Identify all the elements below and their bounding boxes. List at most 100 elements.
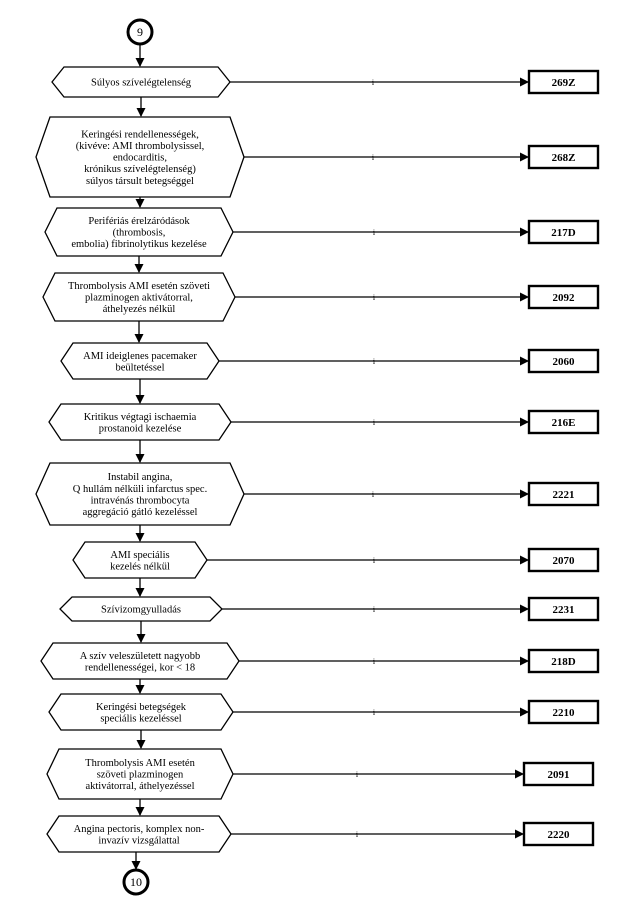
code-label: 269Z [552, 77, 576, 89]
decision-label-line: (thrombosis, [113, 228, 166, 239]
decision-label-line: speciális kezeléssel [100, 713, 181, 724]
decision-shape [35, 116, 245, 198]
decision-label-line: Thrombolysis AMI esetén szöveti [68, 281, 210, 292]
decision-label-line: Keringési rendellenességek, [81, 129, 199, 140]
code-label: 2210 [553, 707, 576, 719]
decision-shape [48, 693, 234, 731]
code-label: 2060 [553, 356, 576, 368]
decision-label-line: Perifériás érelzáródások [88, 216, 190, 227]
decision-label-line: beültetéssel [116, 362, 165, 373]
decision-shape [42, 272, 236, 322]
decision-shape [60, 342, 220, 380]
branch-label: i [356, 830, 359, 839]
code-box [527, 699, 600, 725]
decision-label-line: endocarditis, [113, 153, 167, 164]
branch-label: i [372, 153, 375, 162]
end-connector: 10 [122, 868, 150, 896]
decision-label-line: (kivéve: AMI thrombolysissel, [76, 141, 205, 152]
decision-shape [48, 403, 232, 441]
decision-label-line: krónikus szívelégtelenség) [84, 164, 196, 175]
branch-label: i [373, 418, 376, 427]
decision-label-line: áthelyezés nélkül [103, 304, 176, 315]
code-label: 2221 [553, 489, 575, 501]
code-label: 268Z [552, 152, 576, 164]
decision-step-4: Thrombolysis AMI esetén szövetiplazminog… [42, 272, 600, 322]
decision-label-line: Szívizomgyulladás [101, 605, 181, 616]
branch-label: i [373, 657, 376, 666]
decision-label-line: AMI speciális [110, 550, 169, 561]
code-box [527, 648, 600, 674]
branch-label: i [373, 293, 376, 302]
code-box [527, 144, 600, 170]
decision-label-line: Angina pectoris, komplex non- [74, 824, 205, 835]
branch-label: i [373, 708, 376, 717]
decision-label-line: Keringési betegségek [96, 702, 187, 713]
start-connector-label: 9 [137, 25, 143, 39]
decision-label-line: Kritikus végtagi ischaemia [84, 412, 197, 423]
branch-label: i [373, 228, 376, 237]
branch-label: i [372, 490, 375, 499]
decision-shape [72, 541, 208, 579]
code-box [527, 409, 600, 435]
decision-steps: Súlyos szívelégtelenség i 269Z Keringési re… [35, 44, 600, 870]
decision-label-line: Q hullám nélküli infarctus spec. [73, 484, 207, 495]
code-box [527, 69, 600, 95]
decision-shape [59, 596, 223, 622]
decision-label-line: Thrombolysis AMI esetén [85, 758, 195, 769]
decision-label-line: rendellenességei, kor < 18 [85, 662, 195, 673]
decision-shape [35, 462, 245, 526]
code-label: 2220 [548, 829, 571, 841]
branch-label: i [373, 605, 376, 614]
decision-shape [46, 748, 234, 800]
decision-label-line: prostanoid kezelése [99, 423, 182, 434]
code-box [527, 547, 600, 573]
decision-label-line: Instabil angina, [108, 472, 173, 483]
decision-label-line: aktivátorral, áthelyezéssel [85, 781, 194, 792]
decision-label-line: embolia) fibrinolytikus kezelése [71, 239, 207, 250]
decision-step-13: Angina pectoris, komplex non-invazív viz… [46, 815, 595, 853]
code-box [522, 821, 595, 847]
code-box [522, 761, 595, 787]
code-label: 218D [551, 656, 576, 668]
decision-label-line: kezelés nélkül [110, 561, 170, 572]
decision-step-10: A szív veleszületett nagyobbrendelleness… [40, 642, 600, 680]
branch-label: i [372, 78, 375, 87]
branch-label: i [373, 556, 376, 565]
code-box [527, 481, 600, 507]
start-connector: 9 [126, 18, 154, 46]
decision-step-2: Keringési rendellenességek,(kivéve: AMI … [35, 116, 600, 198]
decision-shape [51, 66, 231, 98]
decision-label-line: súlyos társult betegséggel [86, 176, 194, 187]
decision-label-line: AMI ideiglenes pacemaker [83, 351, 197, 362]
code-box [527, 219, 600, 245]
decision-shape [46, 815, 232, 853]
decision-step-3: Perifériás érelzáródások(thrombosis,embo… [44, 207, 600, 257]
decision-step-7: Instabil angina,Q hullám nélküli infarct… [35, 462, 600, 526]
decision-shape [44, 207, 234, 257]
decision-label-line: Súlyos szívelégtelenség [91, 78, 192, 89]
code-label: 217D [551, 227, 576, 239]
decision-step-1: Súlyos szívelégtelenség i 269Z [51, 66, 600, 98]
decision-label-line: aggregáció gátló kezeléssel [83, 507, 198, 518]
decision-step-9: Szívizomgyulladás i 2231 [59, 596, 600, 622]
branch-label: i [356, 770, 359, 779]
code-label: 2231 [553, 604, 575, 616]
decision-shape [40, 642, 240, 680]
code-label: 2070 [553, 555, 576, 567]
code-label: 2091 [548, 769, 570, 781]
code-box [527, 596, 600, 622]
end-connector-label: 10 [130, 875, 142, 889]
decision-label-line: A szív veleszületett nagyobb [80, 651, 200, 662]
code-label: 2092 [553, 292, 576, 304]
decision-label-line: invazív vizsgálattal [98, 835, 179, 846]
code-label: 216E [552, 417, 576, 429]
decision-label-line: szöveti plazminogen [97, 770, 184, 781]
decision-label-line: plazminogen aktivátorral, [85, 293, 193, 304]
decision-label-line: intravénás thrombocyta [91, 495, 190, 506]
